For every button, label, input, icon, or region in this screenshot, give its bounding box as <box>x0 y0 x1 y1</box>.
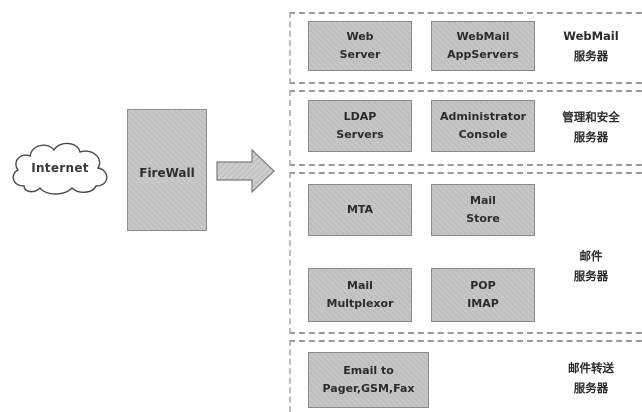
service-label-line: Multplexor <box>326 297 394 310</box>
service-label-line: Mail <box>347 279 373 292</box>
ldap-servers-box: LDAP Servers <box>308 100 412 152</box>
service-label-line: Administrator <box>439 110 527 123</box>
group-label-line: 邮件转送 <box>568 361 614 375</box>
service-label-line: Servers <box>336 128 384 141</box>
pop-imap-box: POP IMAP <box>431 268 535 322</box>
internet-cloud-icon <box>12 142 108 195</box>
service-label-line: Pager,GSM,Fax <box>322 382 415 395</box>
service-label-line: Email to <box>343 364 394 377</box>
internet-label: Internet <box>31 161 89 175</box>
service-label-line: Web <box>346 30 374 43</box>
mail-multplexor-box: Mail Multplexor <box>308 268 412 322</box>
flow-arrow-icon <box>216 148 275 194</box>
service-label-line: LDAP <box>343 110 377 123</box>
service-label-line: IMAP <box>467 297 499 310</box>
group-label-line: 服务器 <box>573 381 609 395</box>
group-label-line: 管理和安全 <box>562 110 620 124</box>
firewall-label: FireWall <box>139 166 195 180</box>
service-label-line: Console <box>458 128 508 141</box>
group-label-line: 服务器 <box>573 269 609 283</box>
service-label-line: MTA <box>346 203 374 216</box>
group-label-line: WebMail <box>563 29 619 43</box>
service-label-line: Store <box>466 212 500 225</box>
group-label-line: 服务器 <box>573 49 609 63</box>
service-label-line: POP <box>470 279 496 292</box>
service-label-line: Server <box>339 48 381 61</box>
group-label: 邮件 服务器 <box>543 246 639 286</box>
firewall-block: FireWall <box>127 109 207 231</box>
web-server-box: Web Server <box>308 21 412 71</box>
service-label-line: WebMail <box>456 30 510 43</box>
mta-box: MTA <box>308 184 412 236</box>
group-label: 管理和安全 服务器 <box>543 107 639 147</box>
group-label: WebMail 服务器 <box>543 26 639 66</box>
service-label-line: AppServers <box>447 48 519 61</box>
mail-forwarding-group: Email to Pager,GSM,Fax 邮件转送 服务器 <box>289 340 642 412</box>
service-label-line: Mail <box>470 194 496 207</box>
mail-server-group: MTA Mail Store Mail Multplexor POP IMAP … <box>289 172 642 334</box>
management-security-group: LDAP Servers Administrator Console 管理和安全… <box>289 90 642 166</box>
webmail-server-group: Web Server WebMail AppServers WebMail 服务… <box>289 12 642 84</box>
group-label-line: 服务器 <box>573 130 609 144</box>
email-to-pager-box: Email to Pager,GSM,Fax <box>308 352 429 408</box>
webmail-appservers-box: WebMail AppServers <box>431 21 535 71</box>
group-label: 邮件转送 服务器 <box>543 358 639 398</box>
group-label-line: 邮件 <box>579 249 603 263</box>
administrator-console-box: Administrator Console <box>431 100 535 152</box>
mail-store-box: Mail Store <box>431 184 535 236</box>
